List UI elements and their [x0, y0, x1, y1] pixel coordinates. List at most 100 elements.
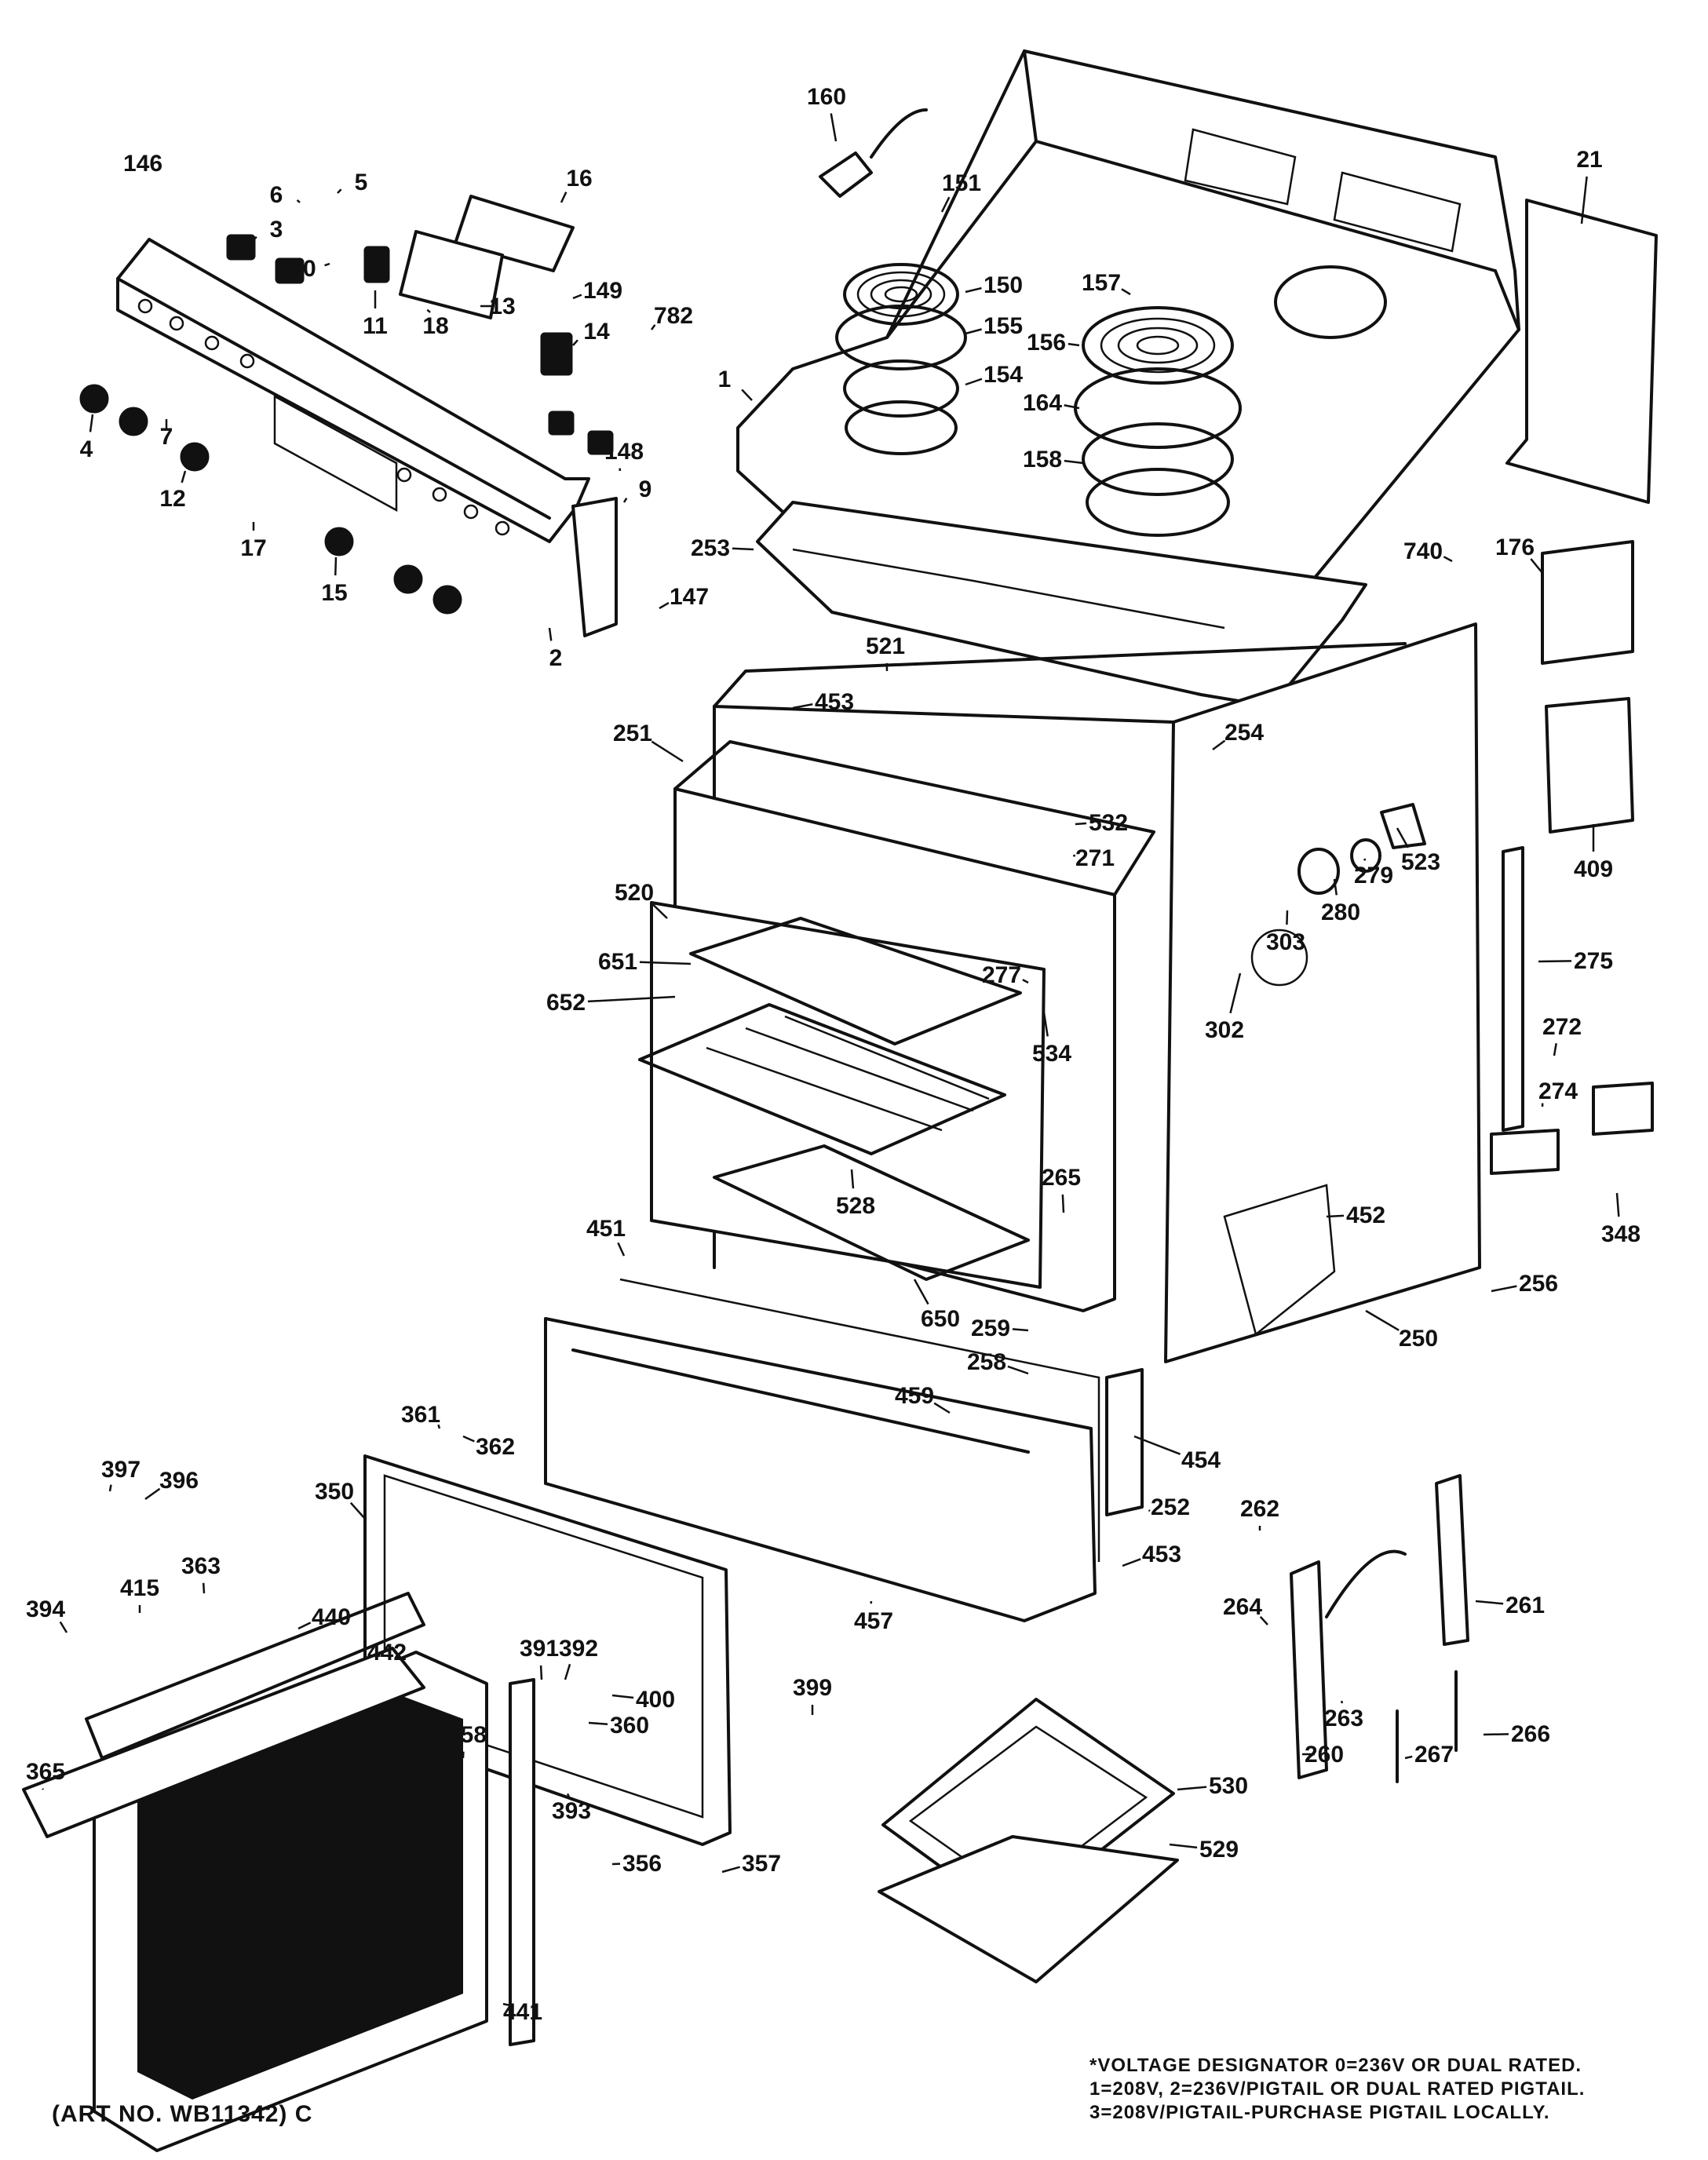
leader-line	[297, 1622, 312, 1630]
broiler-pan	[878, 1698, 1179, 1983]
part-number-label: 263	[1324, 1706, 1363, 1731]
voltage-note-line: 3=208V/PIGTAIL-PURCHASE PIGTAIL LOCALLY.	[1089, 2102, 1550, 2123]
leader-line	[1286, 910, 1289, 925]
leader-lines	[42, 113, 1620, 2007]
part-number-label: 782	[654, 303, 693, 329]
part-number-label: 357	[742, 1851, 781, 1877]
part-number-label: 21	[1576, 147, 1602, 173]
leader-line	[296, 199, 301, 203]
art-number: (ART NO. WB11342) C	[52, 2101, 313, 2127]
leader-line	[560, 192, 568, 203]
side-panel-21	[1505, 199, 1658, 504]
part-number-label: 4	[80, 436, 93, 462]
leader-line	[1212, 739, 1226, 751]
part-number-label: 350	[315, 1479, 354, 1505]
part-number-label: 394	[26, 1596, 65, 1622]
part-number-label: 397	[101, 1457, 141, 1483]
part-number-label: 362	[476, 1434, 515, 1460]
part-number-label: 266	[1511, 1721, 1550, 1747]
leader-line	[611, 1694, 634, 1699]
leader-line	[1007, 1365, 1029, 1375]
part-number-label: 651	[598, 949, 637, 975]
control-knobs	[79, 384, 462, 615]
voltage-note-line: 1=208V, 2=236V/PIGTAIL OR DUAL RATED PIG…	[1089, 2078, 1586, 2100]
leader-line	[349, 1501, 366, 1520]
part-number-label: 250	[1399, 1326, 1438, 1352]
leader-line	[1259, 1615, 1268, 1625]
drawer-front-457	[544, 1278, 1100, 1622]
leader-line	[1475, 1600, 1504, 1605]
leader-line	[587, 995, 676, 1003]
part-number-label: 265	[1042, 1165, 1081, 1191]
part-number-label: 409	[1574, 856, 1613, 882]
leader-line	[1148, 1509, 1151, 1512]
leader-line	[181, 470, 187, 483]
part-number-label: 3	[270, 217, 283, 243]
part-number-label: 400	[636, 1687, 675, 1713]
leader-line	[617, 1242, 626, 1257]
part-number-label: 149	[583, 278, 622, 304]
part-number-label: 363	[181, 1553, 221, 1579]
voltage-designator-note: *VOLTAGE DESIGNATOR 0=236V OR DUAL RATED…	[1089, 2054, 1585, 2125]
switches	[226, 234, 614, 455]
part-number-label: 267	[1414, 1742, 1454, 1768]
leader-line	[1169, 1843, 1198, 1849]
part-number-label: 274	[1538, 1078, 1578, 1104]
part-number-label: 251	[613, 721, 652, 746]
part-number-label: 452	[1346, 1202, 1385, 1228]
leader-line	[965, 328, 982, 335]
part-number-label: 453	[1142, 1542, 1181, 1567]
leader-line	[1365, 1309, 1400, 1331]
part-number-label: 530	[1209, 1773, 1248, 1799]
leader-line	[1580, 176, 1588, 224]
clock-window-18	[399, 230, 504, 319]
voltage-note-line: *VOLTAGE DESIGNATOR 0=236V OR DUAL RATED…	[1089, 2055, 1582, 2076]
door-glass-358	[22, 1592, 535, 2152]
leader-line	[1064, 404, 1080, 410]
leader-line	[144, 1487, 161, 1501]
part-number-label: 16	[566, 166, 592, 192]
part-number-label: 259	[971, 1315, 1010, 1341]
surface-unit-150	[835, 263, 967, 455]
part-number-label: 158	[1023, 447, 1062, 472]
leader-line	[548, 627, 553, 641]
part-number-label: 399	[793, 1675, 832, 1701]
leader-line	[1396, 827, 1410, 848]
leader-line	[622, 498, 628, 503]
leader-line	[1061, 1194, 1065, 1213]
part-number-label: 348	[1601, 1221, 1640, 1247]
part-number-label: 176	[1495, 535, 1535, 560]
leader-line	[850, 1169, 855, 1189]
part-number-label: 272	[1542, 1014, 1582, 1040]
heat-shield-252	[1105, 1368, 1144, 1516]
leader-line	[572, 294, 582, 300]
part-number-label: 275	[1574, 948, 1613, 974]
part-number-label: 10	[290, 256, 316, 282]
leader-line	[965, 286, 982, 294]
leader-line	[741, 389, 753, 401]
leader-line	[539, 1665, 543, 1680]
leader-line	[830, 113, 838, 142]
leader-line	[651, 740, 684, 763]
leader-line	[1022, 979, 1029, 984]
part-number-label: 147	[670, 584, 709, 610]
part-number-label: 521	[866, 633, 905, 659]
leader-line	[108, 1484, 112, 1492]
right-side-parts	[1105, 540, 1654, 1516]
leader-line	[792, 703, 813, 710]
leader-line	[1340, 1700, 1344, 1704]
surface-unit-large	[1074, 306, 1242, 537]
part-number-label: 360	[610, 1713, 649, 1739]
part-number-label: 457	[854, 1608, 893, 1634]
part-number-label: 151	[942, 170, 981, 196]
leader-line	[965, 378, 983, 386]
leader-line	[651, 902, 668, 919]
part-number-label: 441	[503, 1999, 542, 2025]
part-number-label: 271	[1075, 845, 1115, 871]
part-number-label: 356	[622, 1851, 662, 1877]
part-number-label: 365	[26, 1759, 65, 1785]
part-number-label: 534	[1032, 1041, 1071, 1067]
leader-line	[89, 414, 94, 432]
